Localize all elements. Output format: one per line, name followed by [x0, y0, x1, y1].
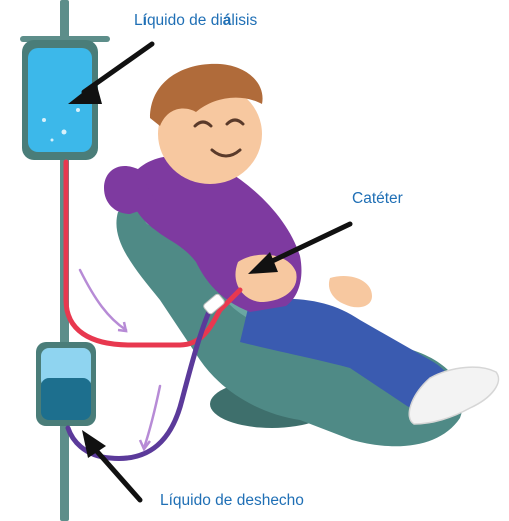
label-dialysis-accent: í	[142, 12, 147, 29]
pointer-arrow-catheter-icon	[248, 221, 353, 274]
pointer-arrow-dialysis-icon	[68, 41, 155, 104]
label-dialysis-part: quido de di	[146, 12, 223, 29]
flow-arrow-down-icon	[117, 321, 128, 333]
inflow-tube	[63, 159, 243, 348]
bubble	[50, 138, 54, 142]
label-dialysis-part: L	[134, 12, 143, 29]
patient-eye-right	[225, 118, 245, 126]
patient-shoes	[408, 366, 500, 425]
flow-arrow-down-icon	[78, 268, 128, 332]
patient-eye-left	[193, 120, 213, 128]
patient-hair	[150, 63, 263, 126]
waste-bag-fluid	[41, 378, 91, 420]
pointer-arrow-waste-icon	[82, 430, 143, 503]
outflow-tube	[65, 297, 217, 461]
patient-hand	[328, 276, 372, 308]
patient-legs	[240, 298, 454, 413]
label-dialysis-part: lisis	[231, 12, 258, 29]
patient-belly	[235, 254, 297, 302]
patient-smile	[210, 148, 242, 158]
label-dialysis-accent: á	[222, 12, 232, 29]
bubble	[42, 118, 46, 122]
patient-arm	[104, 166, 160, 214]
label-waste-fluid: Líquido de deshecho	[160, 492, 304, 509]
patient-face	[158, 84, 262, 184]
bubble	[61, 129, 67, 135]
label-catheter: Catéter	[352, 190, 403, 207]
catheter-connector	[203, 293, 225, 315]
flow-arrow-down-icon	[138, 439, 151, 452]
flow-arrow-down-icon	[142, 384, 162, 450]
bubble	[76, 108, 80, 112]
dialysis-bag-fluid	[28, 48, 92, 152]
label-dialysis-fluid: Líquido de diálisis	[134, 12, 257, 30]
